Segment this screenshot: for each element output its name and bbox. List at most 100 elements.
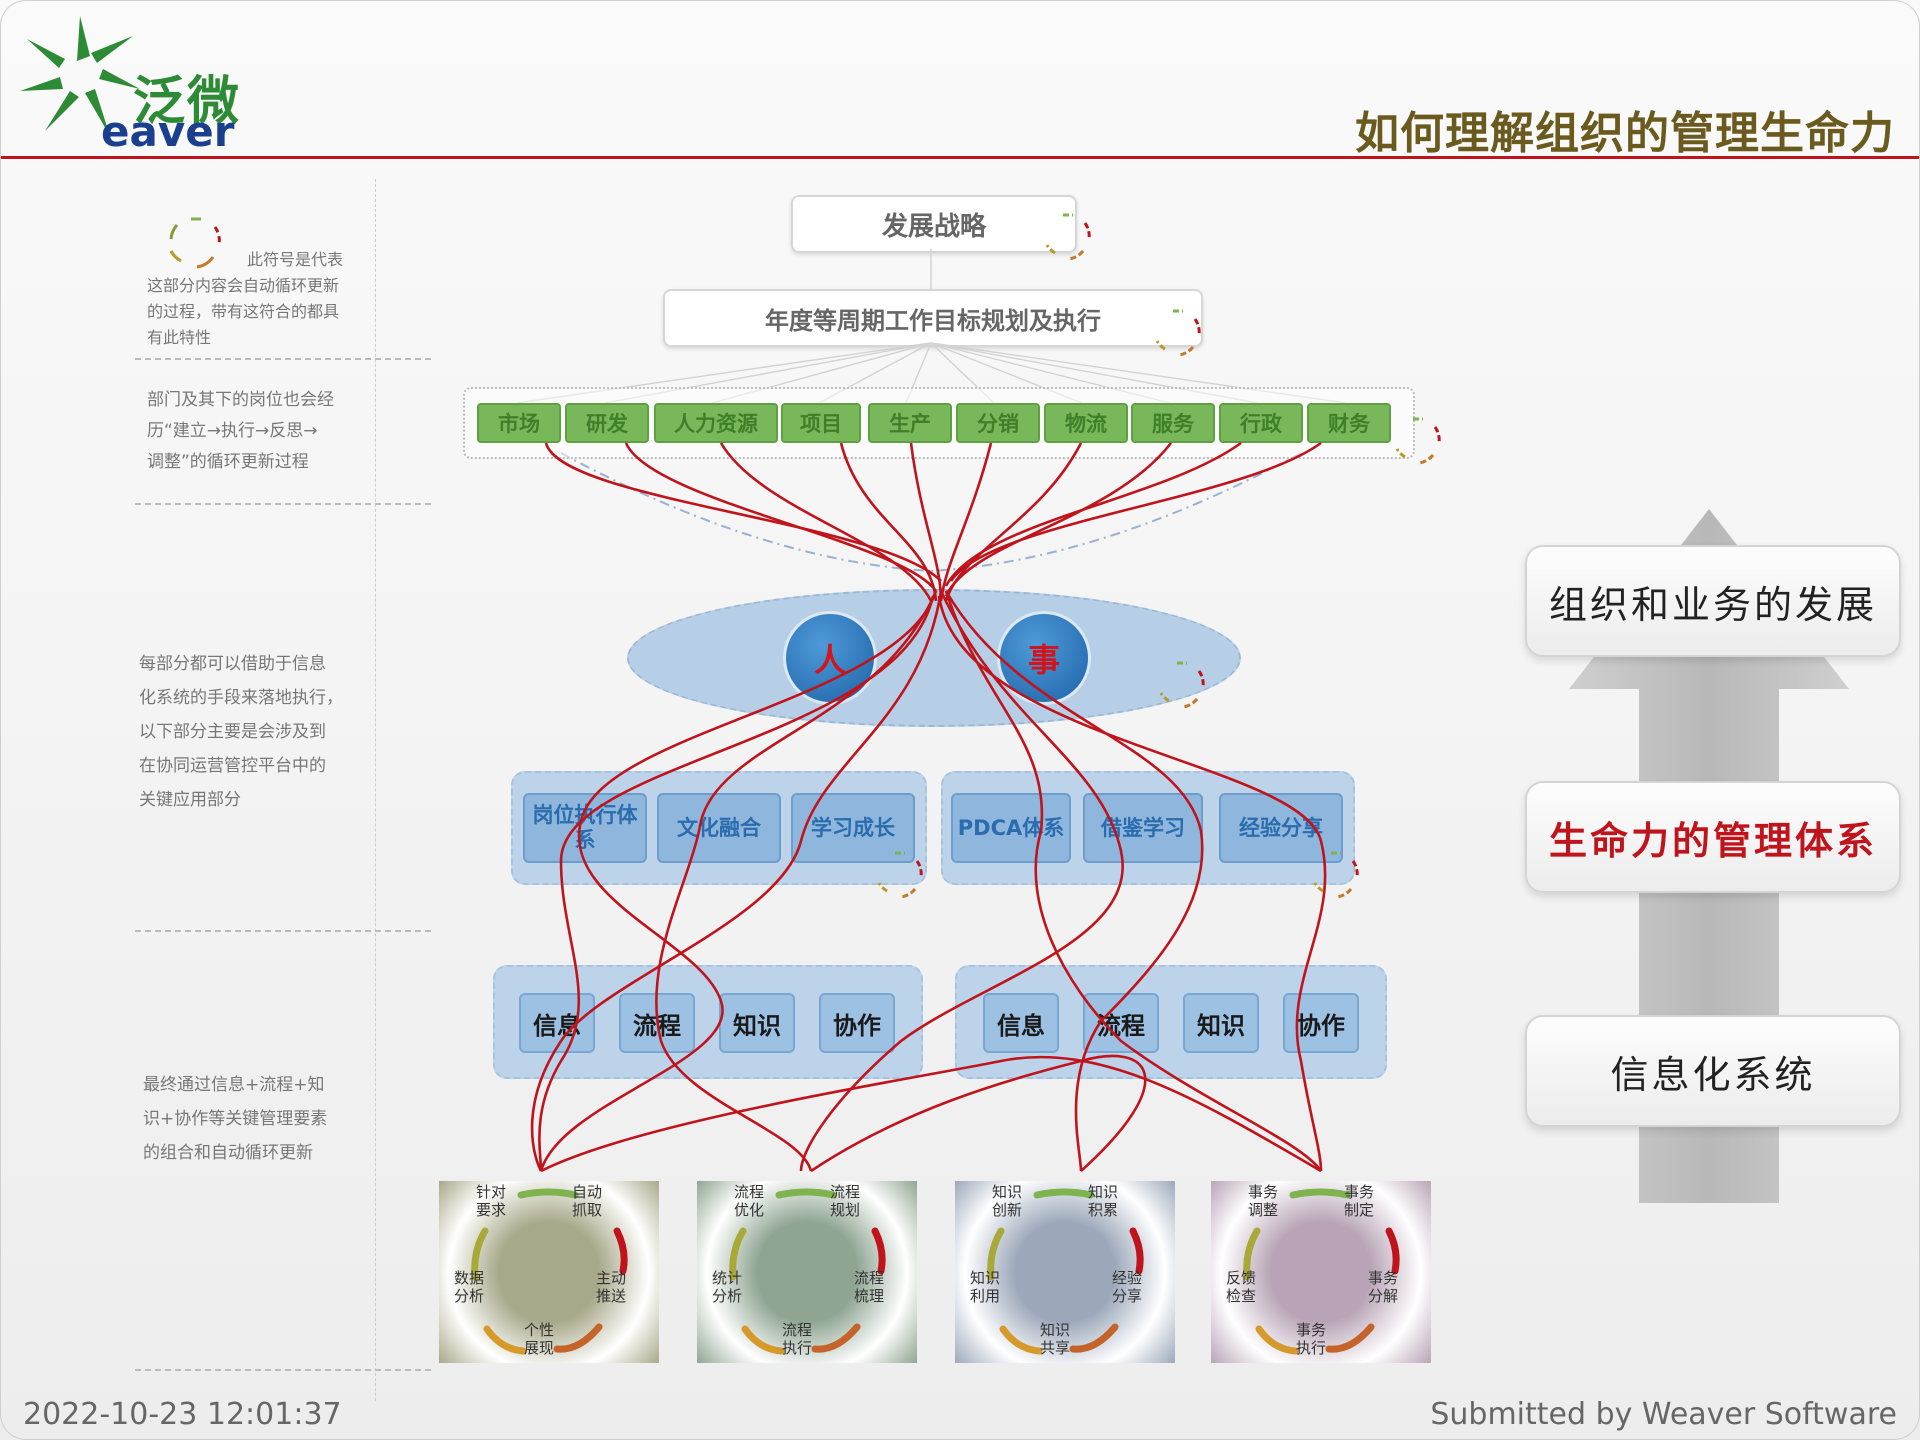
cycle-label: 数据分析 <box>453 1269 484 1305</box>
info-left-information: 信息 <box>519 993 595 1053</box>
annual-plan-box: 年度等周期工作目标规划及执行 <box>663 289 1203 347</box>
cycle-arrows-icon <box>729 1188 886 1355</box>
info-right-knowledge: 知识 <box>1183 993 1259 1053</box>
dept-admin: 行政 <box>1219 403 1303 443</box>
cycle-label: 统计分析 <box>711 1269 742 1305</box>
footer-credit: Submitted by Weaver Software <box>1430 1397 1897 1432</box>
dept-rnd: 研发 <box>565 403 649 443</box>
affair-circle: 事 <box>997 611 1091 705</box>
cycle-label: 事务制定 <box>1343 1183 1374 1219</box>
note-separator-1 <box>135 358 431 360</box>
cycle-arrow <box>471 1227 489 1281</box>
cycle-label: 经验分享 <box>1111 1269 1142 1305</box>
note-info-system: 每部分都可以借助于信息 化系统的手段来落地执行， 以下部分主要是会涉及到 在协同… <box>139 647 379 817</box>
person-affair-ellipse <box>627 589 1241 727</box>
cycle-label: 知识共享 <box>1039 1321 1070 1357</box>
cycle-arrow <box>553 1323 603 1353</box>
weaver-logo <box>15 11 255 151</box>
learning-growth: 学习成长 <box>791 793 915 863</box>
cycle-arrow <box>871 1227 886 1275</box>
dept-distribution: 分销 <box>956 403 1040 443</box>
cycle-arrow <box>1289 1188 1351 1199</box>
cycle-label: 知识利用 <box>969 1269 1000 1305</box>
cycle-label: 事务分解 <box>1367 1269 1398 1305</box>
cycle-label: 知识积累 <box>1087 1183 1118 1219</box>
pdca-system: PDCA体系 <box>951 793 1071 863</box>
cycle-arrows-icon <box>987 1188 1144 1355</box>
logo-chinese-text: 泛微 <box>133 72 242 132</box>
info-right-information: 信息 <box>983 993 1059 1053</box>
cycle-arrow <box>517 1188 579 1199</box>
strategy-box: 发展战略 <box>791 195 1077 253</box>
cycle-arrow <box>1255 1325 1299 1355</box>
cycle-knowledge: 知识创新 知识积累经验分享知识共享 知识利用 <box>955 1181 1175 1363</box>
culture-integration: 文化融合 <box>657 793 781 863</box>
cycle-label: 个性展现 <box>523 1321 554 1357</box>
side-information-system: 信息化系统 <box>1525 1015 1901 1127</box>
cycle-arrows-icon <box>1243 1188 1400 1355</box>
cycle-arrow <box>775 1188 837 1199</box>
footer-timestamp: 2022-10-23 12:01:37 <box>23 1397 342 1432</box>
cycle-arrow <box>1243 1227 1261 1281</box>
note-separator-3 <box>135 930 431 932</box>
experience-sharing: 经验分享 <box>1219 793 1343 863</box>
note-final-line-1: 最终通过信息+流程+知 <box>143 1075 325 1095</box>
cycle-arrow <box>999 1325 1043 1355</box>
logo-english-text: eaver <box>101 107 235 156</box>
dept-market: 市场 <box>477 403 561 443</box>
cycle-arrow <box>1069 1323 1119 1353</box>
note-cycle-line-4: 有此特性 <box>147 328 212 347</box>
cycle-label: 事务调整 <box>1247 1183 1278 1219</box>
cycle-arrow <box>741 1325 785 1355</box>
note-info-line-1: 每部分都可以借助于信息 <box>139 654 326 674</box>
note-cycle-line-3: 的过程，带有这符合的都具 <box>147 302 340 321</box>
job-execution-system: 岗位执行体系 <box>523 793 647 863</box>
note-info-line-5: 关键应用部分 <box>139 790 241 810</box>
reference-learning: 借鉴学习 <box>1083 793 1203 863</box>
cycle-arrow <box>1385 1227 1400 1275</box>
note-department-line-2: 历“建立→执行→反思→ <box>147 421 318 441</box>
cycle-process: 流程优化流程规划流程梳理流程执行统计分析 <box>697 1181 917 1363</box>
note-cycle-line-1: 此符号是代表 <box>247 250 344 269</box>
note-department: 部门及其下的岗位也会经 历“建立→执行→反思→ 调整”的循环更新过程 <box>147 385 377 478</box>
cycle-arrow <box>1033 1188 1095 1199</box>
note-cycle-line-2: 这部分内容会自动循环更新 <box>147 276 340 295</box>
dept-service: 服务 <box>1131 403 1215 443</box>
note-info-line-4: 在协同运营管控平台中的 <box>139 756 326 776</box>
header-divider <box>1 156 1919 159</box>
cycle-arrow <box>613 1227 628 1275</box>
dept-production: 生产 <box>868 403 952 443</box>
info-right-collaboration: 协作 <box>1283 993 1359 1053</box>
dept-hr: 人力资源 <box>654 403 778 443</box>
note-final-line-3: 的组合和自动循环更新 <box>143 1143 313 1163</box>
dept-finance: 财务 <box>1307 403 1391 443</box>
note-final: 最终通过信息+流程+知 识+协作等关键管理要素 的组合和自动循环更新 <box>143 1068 383 1170</box>
cycle-arrows-icon <box>471 1188 628 1355</box>
info-left-process: 流程 <box>619 993 695 1053</box>
dept-logistics: 物流 <box>1044 403 1128 443</box>
side-org-business-development: 组织和业务的发展 <box>1525 545 1901 657</box>
cycle-label: 针对要求 <box>475 1183 506 1219</box>
note-cycle-symbol: 此符号是代表 这部分内容会自动循环更新 的过程，带有这符合的都具 有此特性 <box>147 247 377 351</box>
note-info-line-2: 化系统的手段来落地执行， <box>139 688 343 708</box>
cycle-label: 自动抓取 <box>571 1183 602 1219</box>
note-department-line-1: 部门及其下的岗位也会经 <box>147 390 334 410</box>
cycle-label: 反馈检查 <box>1225 1269 1256 1305</box>
cycle-label: 知识创新 <box>991 1183 1022 1219</box>
cycle-arrow <box>483 1325 527 1355</box>
cycle-label: 流程梳理 <box>853 1269 884 1305</box>
note-separator-2 <box>135 503 431 505</box>
cycle-affair: 事务调整 事务制定事务分解事务执行 反馈检查 <box>1211 1181 1431 1363</box>
note-separator-4 <box>135 1369 431 1371</box>
cycle-label: 流程规划 <box>829 1183 860 1219</box>
info-right-process: 流程 <box>1083 993 1159 1053</box>
side-management-system: 生命力的管理体系 <box>1525 781 1901 893</box>
dept-project: 项目 <box>781 403 861 443</box>
cycle-arrow <box>987 1227 1005 1281</box>
cycle-arrow <box>1129 1227 1144 1275</box>
cycle-info: 针对要求自动抓取主动推送个性展现数据分析 <box>439 1181 659 1363</box>
cycle-label: 流程执行 <box>781 1321 812 1357</box>
cycle-arrow <box>1325 1323 1375 1353</box>
cycle-label: 事务执行 <box>1295 1321 1326 1357</box>
